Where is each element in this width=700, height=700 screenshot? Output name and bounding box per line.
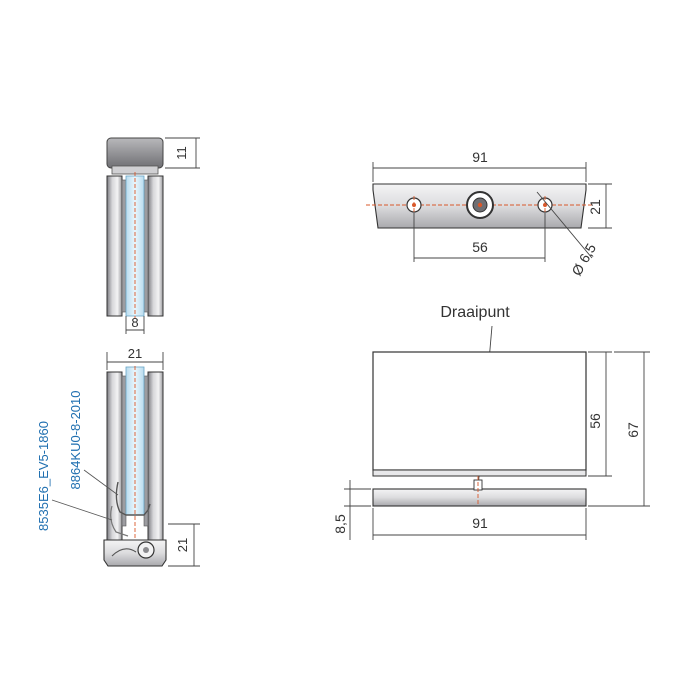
dim-side-bottom-height: 21 [175,538,190,552]
top-view: 91 21 56 Ø 6,5 [366,149,612,278]
dim-cap-height: 11 [174,146,189,160]
dim-front-gap: 8,5 [332,514,348,534]
dim-hole-spacing: 56 [472,239,488,255]
seal-profile [115,481,151,516]
part-number-label-2: 8864KU0-8-2010 [68,390,83,489]
dim-top-height: 21 [587,199,603,215]
right-clamp-jaw-lower [147,371,164,541]
part-number-label-1: 8535E6_EV5-1860 [36,421,51,531]
side-view-bottom: 21 21 8535E6_EV5-1860 8864KU0-8-2010 [36,346,200,567]
dim-glass-thickness: 8 [131,315,138,330]
dim-top-width: 91 [472,149,488,165]
pivot-point-label: Draaipunt [440,304,510,321]
front-view: 56 67 8,5 91 [332,351,650,540]
hinge-base [103,539,167,567]
dim-side-width: 21 [128,346,142,361]
side-view-top: 11 8 [106,137,200,334]
left-clamp-jaw-lower [106,371,123,541]
cap-block [106,137,164,169]
front-lower-plate [372,488,587,507]
dim-hole-diameter: Ø 6,5 [568,240,599,278]
right-clamp-jaw [147,175,164,317]
front-body [372,351,587,471]
dim-front-width: 91 [472,515,488,531]
dim-front-total-height: 67 [625,422,641,438]
dim-front-inner-height: 56 [587,413,603,429]
left-clamp-jaw [106,175,123,317]
